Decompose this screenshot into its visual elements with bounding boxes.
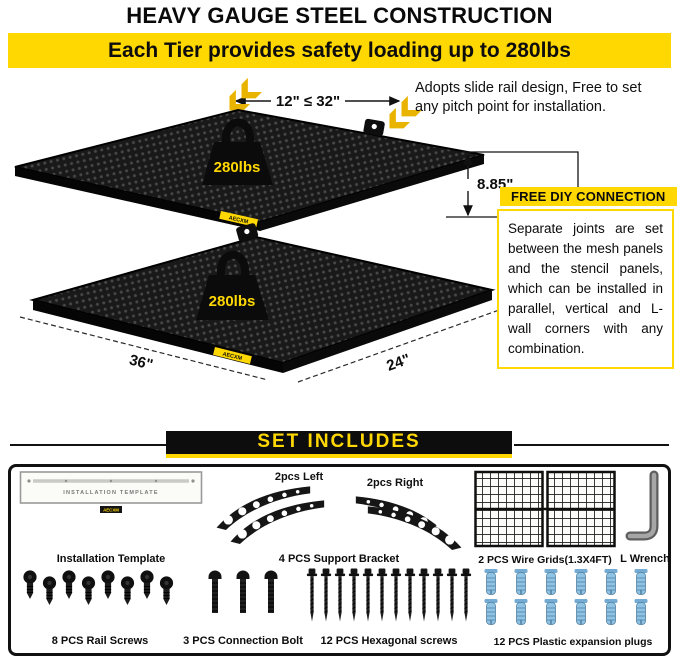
brand-label-bottom: AECXM — [213, 347, 252, 365]
installation-template-icon: INSTALLATION TEMPLATE AECXM — [19, 471, 203, 513]
width-label: 24" — [384, 351, 412, 375]
part-connection-bolt: 3 PCS Connection Bolt — [183, 568, 303, 648]
part-label: 8 PCS Rail Screws — [51, 635, 149, 648]
weight-body-icon — [196, 275, 269, 320]
set-includes-box: INSTALLATION TEMPLATE AECXM Installation… — [8, 464, 671, 656]
part-label: 3 PCS Connection Bolt — [183, 635, 303, 648]
brand-label-top: AECXM — [219, 211, 259, 228]
svg-text:AECXM: AECXM — [222, 351, 243, 362]
part-label: Installation Template — [56, 553, 166, 566]
part-expansion-plugs: 12 PCS Plastic expansion plugs — [479, 568, 667, 648]
part-label: 12 PCS Hexagonal screws — [320, 635, 458, 648]
page-title: HEAVY GAUGE STEEL CONSTRUCTION — [126, 3, 553, 28]
part-label: L Wrench — [620, 553, 670, 566]
weight-body-icon — [202, 142, 273, 185]
load-capacity-banner: Each Tier provides safety loading up to … — [8, 33, 671, 68]
part-installation-template: INSTALLATION TEMPLATE AECXM Installation… — [13, 470, 209, 566]
slide-range-label: 12" ≤ 32" — [276, 93, 340, 110]
part-label: 2 PCS Wire Grids(1.3X4FT) — [478, 553, 612, 566]
svg-text:AECXM: AECXM — [103, 507, 119, 512]
wire-grid-icon — [474, 470, 616, 548]
weight-handle-icon — [221, 118, 255, 146]
top-shelf-illustration: 280lbs AECXM — [14, 108, 485, 231]
part-rail-screws: 8 PCS Rail Screws — [13, 568, 187, 648]
part-wire-grids: 2 PCS Wire Grids(1.3X4FT) — [469, 470, 621, 566]
load-label-top: 280lbs — [214, 159, 261, 176]
svg-text:INSTALLATION TEMPLATE: INSTALLATION TEMPLATE — [63, 490, 158, 496]
slide-rail-note-line2: any pitch point for installation. — [415, 99, 607, 116]
divider-line-right — [514, 444, 669, 446]
diy-connection-title: FREE DIY CONNECTION — [500, 187, 677, 206]
slide-rail-note: Adopts slide rail design, Free to set an… — [415, 79, 675, 117]
support-bracket-icon: 2pcs Left 2pcs Right — [216, 471, 462, 551]
svg-text:2pcs Left: 2pcs Left — [275, 471, 324, 483]
l-wrench-icon — [625, 470, 659, 541]
part-l-wrench: L Wrench — [620, 470, 670, 566]
wall-tab-icon — [236, 223, 259, 242]
diy-connection-body: Separate joints are set between the mesh… — [497, 209, 674, 369]
part-hexagonal-screws: 12 PCS Hexagonal screws — [301, 568, 477, 648]
svg-text:2pcs Right: 2pcs Right — [367, 477, 424, 489]
set-includes-header: SET INCLUDES — [0, 431, 679, 461]
part-label: 4 PCS Support Bracket — [278, 553, 400, 566]
divider-line-left — [10, 444, 166, 446]
weight-handle-icon — [216, 250, 250, 279]
expansion-plugs-icon — [484, 569, 648, 626]
connection-bolt-icon — [208, 570, 278, 614]
svg-text:AECXM: AECXM — [228, 215, 249, 225]
load-label-bottom: 280lbs — [209, 293, 256, 310]
wall-tab-icon — [363, 118, 385, 137]
set-includes-title: SET INCLUDES — [166, 431, 512, 458]
slide-rail-note-line1: Adopts slide rail design, Free to set — [415, 80, 642, 96]
shelf-diagram: 12" ≤ 32" 280lbs AECXM 8.85" — [14, 77, 579, 383]
part-label: 12 PCS Plastic expansion plugs — [493, 635, 653, 648]
bottom-shelf-illustration: 280lbs AECXM 36" 24" — [19, 223, 503, 383]
part-support-bracket: 2pcs Left 2pcs Right 4 PCS Support Brack… — [211, 470, 467, 566]
hexagonal-screws-icon — [306, 568, 472, 622]
depth-label: 36" — [127, 352, 154, 374]
rail-screws-icon — [22, 570, 174, 606]
